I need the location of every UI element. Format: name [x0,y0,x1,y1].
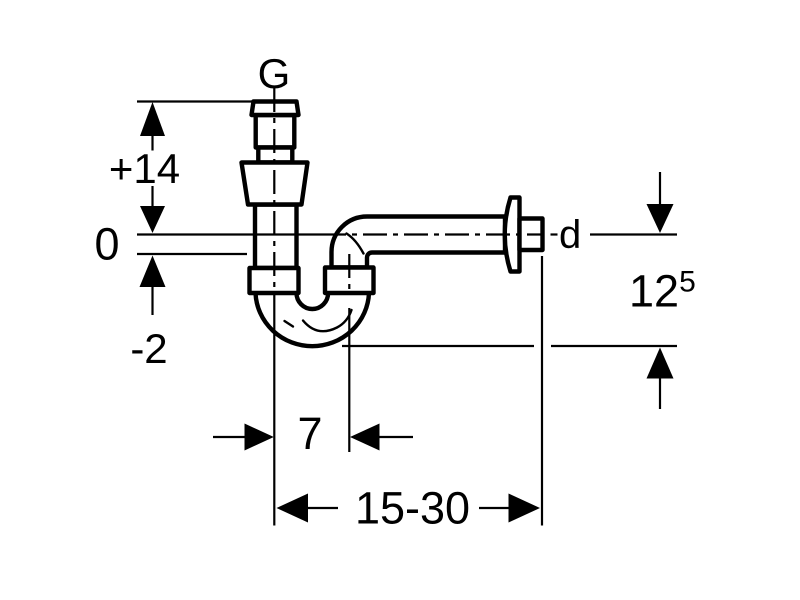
arrow-left-1530 [276,493,308,523]
trap-u-bend-inner-arc [294,292,331,312]
label-thread-size: G [258,50,291,97]
label-dim-125-main: 12 [629,266,679,317]
label-dim-7: 7 [297,408,322,459]
arrow-up-plus14 [140,102,165,136]
label-dim-125-superscript: 5 [679,266,696,299]
arrow-up-minus2 [139,255,166,287]
arrow-down-125 [646,204,674,233]
wall-flange [502,195,522,274]
arrow-down-plus14 [140,206,165,233]
label-dim-plus14: +14 [109,145,180,192]
label-dim-15-30: 15-30 [355,483,470,534]
inlet-pipe-lower [252,202,299,271]
label-dim-zero: 0 [94,219,119,270]
arrow-left-7 [350,423,380,451]
p-trap-fixture [239,99,545,349]
trap-u-bend-fill [255,293,369,347]
label-dim-minus2: -2 [130,325,167,372]
dimension-labels: G +14 0 -2 d 125 7 15-30 [94,50,695,534]
trap-u-bend-outer-arc [253,292,372,349]
trap-shine-tick [283,319,295,328]
label-outlet-diameter: d [559,213,581,257]
label-dim-125: 125 [629,266,696,317]
arrow-up-125 [646,347,674,379]
dimension-annotations [137,100,677,526]
arrow-right-1530 [508,493,540,523]
centerlines [137,88,558,302]
arrow-right-7 [244,423,274,451]
outlet-elbow-pipe [329,214,508,270]
elbow-shine-arc [345,232,365,255]
